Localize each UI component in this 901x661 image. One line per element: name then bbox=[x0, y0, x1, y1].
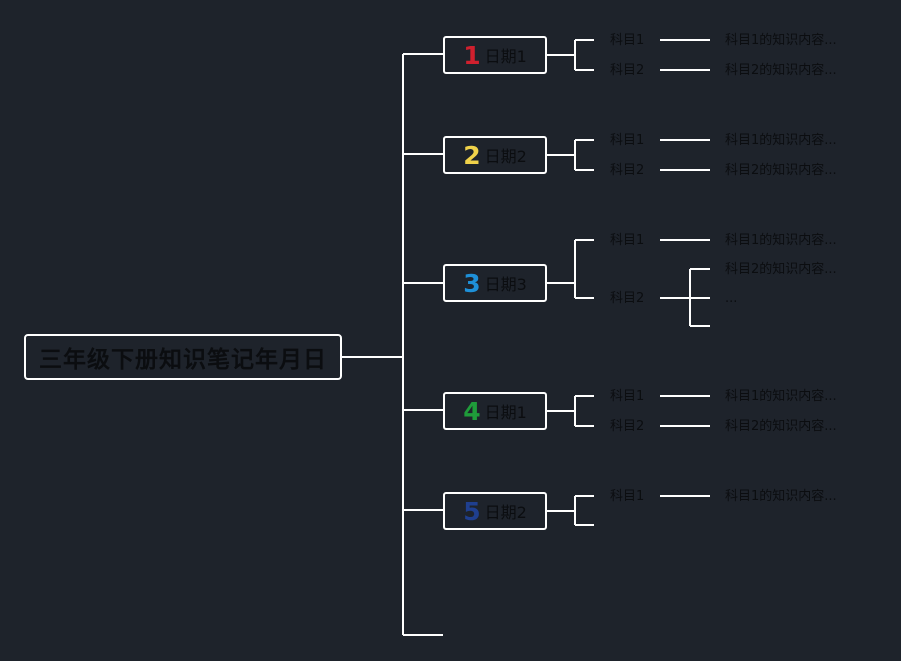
note-label[interactable]: 科目2的知识内容... bbox=[725, 419, 837, 434]
root-topic[interactable]: 三年级下册知识笔记年月日 bbox=[24, 334, 342, 380]
subject-label[interactable]: 科目1 bbox=[610, 133, 645, 148]
date-node-2[interactable]: 2 日期2 bbox=[443, 136, 547, 174]
subject-label[interactable]: 科目1 bbox=[610, 489, 645, 504]
subject-label[interactable]: 科目1 bbox=[610, 389, 645, 404]
date-node-label: 日期1 bbox=[484, 47, 527, 66]
note-label[interactable]: 科目1的知识内容... bbox=[725, 133, 837, 148]
date-node-label: 日期2 bbox=[484, 147, 527, 166]
note-label[interactable]: 科目2的知识内容... bbox=[725, 63, 837, 78]
subject-label[interactable]: 科目2 bbox=[610, 163, 645, 178]
number-badge-1-icon: 1 bbox=[463, 40, 481, 70]
number-badge-4-icon: 4 bbox=[463, 396, 481, 426]
note-label[interactable]: 科目2的知识内容... bbox=[725, 262, 837, 277]
subject-label[interactable]: 科目2 bbox=[610, 419, 645, 434]
note-label[interactable]: ... bbox=[725, 291, 738, 306]
note-label[interactable]: 科目1的知识内容... bbox=[725, 233, 837, 248]
note-label[interactable]: 科目1的知识内容... bbox=[725, 489, 837, 504]
number-badge-3-icon: 3 bbox=[463, 268, 481, 298]
note-label[interactable]: 科目1的知识内容... bbox=[725, 33, 837, 48]
subject-label[interactable]: 科目1 bbox=[610, 233, 645, 248]
subject-label[interactable]: 科目1 bbox=[610, 33, 645, 48]
date-node-label: 日期2 bbox=[484, 503, 527, 522]
subject-label[interactable]: 科目2 bbox=[610, 291, 645, 306]
date-node-1[interactable]: 1 日期1 bbox=[443, 36, 547, 74]
date-node-label: 日期3 bbox=[484, 275, 527, 294]
root-topic-label: 三年级下册知识笔记年月日 bbox=[39, 347, 327, 373]
number-badge-5-icon: 5 bbox=[463, 496, 481, 526]
subject-label[interactable]: 科目2 bbox=[610, 63, 645, 78]
note-label[interactable]: 科目2的知识内容... bbox=[725, 163, 837, 178]
date-node-5[interactable]: 5 日期2 bbox=[443, 492, 547, 530]
note-label[interactable]: 科目1的知识内容... bbox=[725, 389, 837, 404]
date-node-4[interactable]: 4 日期1 bbox=[443, 392, 547, 430]
date-node-label: 日期1 bbox=[484, 403, 527, 422]
date-node-3[interactable]: 3 日期3 bbox=[443, 264, 547, 302]
number-badge-2-icon: 2 bbox=[463, 140, 481, 170]
